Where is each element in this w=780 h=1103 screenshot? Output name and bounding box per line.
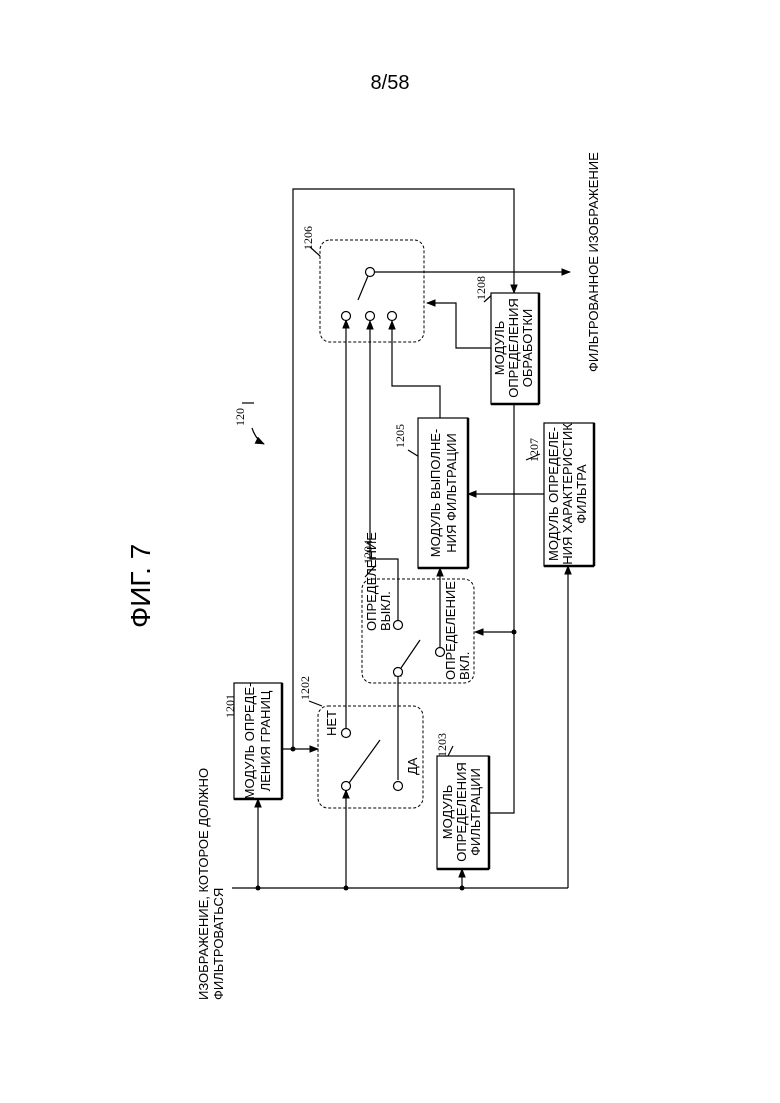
label-on-decision: ОПРЕДЕЛЕНИЕ ВКЛ. — [443, 581, 472, 680]
block-1201-boundary-module: МОДУЛЬ ОПРЕДЕ- ЛЕНИЯ ГРАНИЦ — [234, 683, 282, 800]
svg-text:ФИЛЬТРАЦИИ: ФИЛЬТРАЦИИ — [468, 768, 483, 856]
switch-1202-no-terminal — [342, 729, 351, 738]
svg-text:ОБРАБОТКИ: ОБРАБОТКИ — [520, 309, 535, 387]
svg-text:ФИЛЬТРОВАТЬСЯ: ФИЛЬТРОВАТЬСЯ — [211, 888, 226, 1000]
block-1208-processing-module: МОДУЛЬ ОПРЕДЕЛЕНИЯ ОБРАБОТКИ — [491, 293, 539, 404]
switch-1206-terminal-2 — [366, 312, 375, 321]
block-1205-filtering-module: МОДУЛЬ ВЫПОЛНЕ- НИЯ ФИЛЬТРАЦИИ — [418, 418, 468, 568]
ref-1203: 1203 — [435, 733, 449, 757]
block-1207-filter-characteristics-module: МОДУЛЬ ОПРЕДЕЛЕ- НИЯ ХАРАКТЕРИСТИК ФИЛЬТ… — [544, 423, 594, 566]
svg-text:ФИЛЬТРА: ФИЛЬТРА — [574, 464, 589, 524]
ref-1206: 1206 — [301, 226, 315, 250]
output-label: ФИЛЬТРОВАННОЕ ИЗОБРАЖЕНИЕ — [586, 152, 601, 372]
ref-1205: 1205 — [393, 424, 407, 448]
ref-1202: 1202 — [298, 676, 312, 700]
figure-title: ФИГ. 7 — [125, 544, 156, 628]
svg-text:НИЯ ХАРАКТЕРИСТИК: НИЯ ХАРАКТЕРИСТИК — [560, 423, 575, 565]
switch-1206-terminal-3 — [388, 312, 397, 321]
svg-text:ОПРЕДЕЛЕНИЯ: ОПРЕДЕЛЕНИЯ — [454, 762, 469, 862]
svg-text:МОДУЛЬ ВЫПОЛНЕ-: МОДУЛЬ ВЫПОЛНЕ- — [428, 429, 443, 558]
svg-text:МОДУЛЬ ОПРЕДЕ-: МОДУЛЬ ОПРЕДЕ- — [242, 683, 257, 800]
ref-1207: 1207 — [527, 438, 541, 462]
svg-text:ВЫКЛ.: ВЫКЛ. — [378, 591, 393, 631]
svg-text:МОДУЛЬ: МОДУЛЬ — [492, 321, 507, 376]
svg-text:НИЯ ФИЛЬТРАЦИИ: НИЯ ФИЛЬТРАЦИИ — [444, 433, 459, 552]
ref-1208: 1208 — [474, 276, 488, 300]
svg-text:ОПРЕДЕЛЕНИЕ: ОПРЕДЕЛЕНИЕ — [443, 581, 458, 680]
switch-1206-terminal-1 — [342, 312, 351, 321]
label-yes: ДА — [405, 757, 420, 775]
svg-text:МОДУЛЬ: МОДУЛЬ — [440, 785, 455, 840]
svg-text:ИЗОБРАЖЕНИЕ, КОТОРОЕ ДОЛЖНО: ИЗОБРАЖЕНИЕ, КОТОРОЕ ДОЛЖНО — [196, 768, 211, 1000]
block-1203-filter-decision-module: МОДУЛЬ ОПРЕДЕЛЕНИЯ ФИЛЬТРАЦИИ — [437, 756, 489, 869]
svg-text:МОДУЛЬ ОПРЕДЕЛЕ-: МОДУЛЬ ОПРЕДЕЛЕ- — [546, 427, 561, 561]
svg-text:ЛЕНИЯ ГРАНИЦ: ЛЕНИЯ ГРАНИЦ — [258, 690, 273, 791]
switch-1206-output-terminal — [366, 268, 375, 277]
svg-text:ВКЛ.: ВКЛ. — [457, 652, 472, 680]
ref-1204: 1204 — [361, 540, 375, 564]
switch-1202-yes-terminal — [394, 782, 403, 791]
ref-1201: 1201 — [223, 694, 237, 718]
ref-120: 120 — [233, 408, 247, 426]
switch-1204-common-terminal — [394, 668, 403, 677]
input-label: ИЗОБРАЖЕНИЕ, КОТОРОЕ ДОЛЖНО ФИЛЬТРОВАТЬС… — [196, 768, 226, 1000]
switch-1204-off-terminal — [394, 621, 403, 630]
label-no: НЕТ — [324, 710, 339, 736]
switch-1206 — [320, 240, 424, 342]
svg-text:ОПРЕДЕЛЕНИЯ: ОПРЕДЕЛЕНИЯ — [506, 298, 521, 398]
